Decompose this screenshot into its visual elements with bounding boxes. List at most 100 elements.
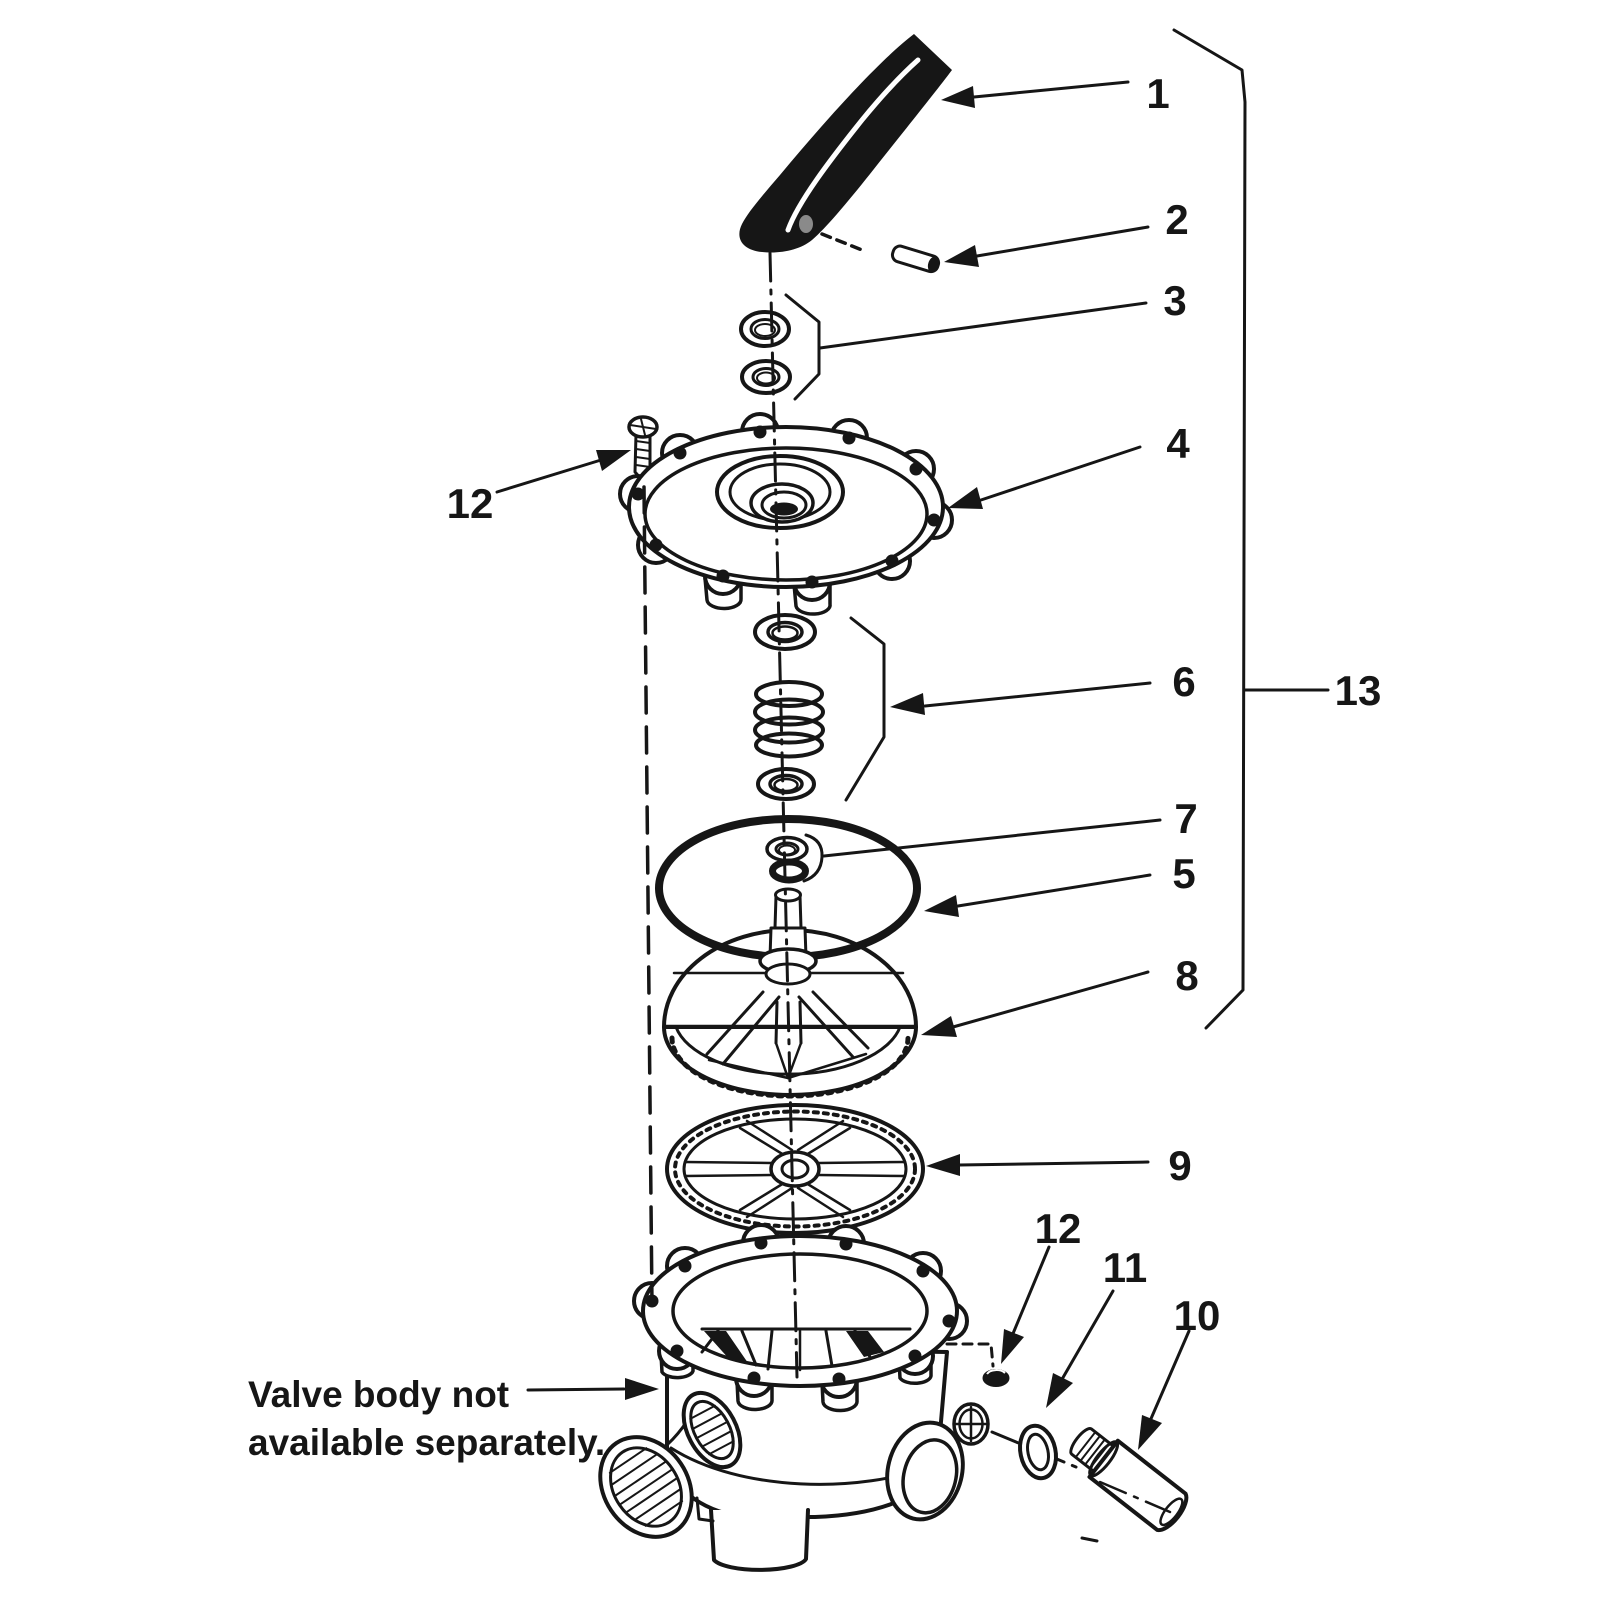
spring-washer-upper-hole-inner [771,625,799,641]
web-leg [721,995,781,1066]
port-thread [625,1477,678,1514]
callout-13-label: 13 [1335,667,1382,714]
seal-set-bracket [802,833,824,883]
fitting-body [1087,1438,1189,1533]
handle-pin-axis-dashed [820,232,864,252]
port-back-left [681,1390,743,1470]
callout-4-arrowhead [948,487,983,509]
cover-stem-hole [760,490,808,520]
handle-pivot-hole [799,215,813,233]
washer-upper-hole-inner [754,323,776,337]
spider-hub [769,1150,821,1188]
callout-2-line [975,225,1150,258]
callout-8-arrowhead [921,1016,957,1037]
valve-cover [618,412,954,616]
callout-1-line [972,80,1130,99]
spoke [683,1173,773,1178]
port-inner [901,1438,959,1515]
bottom-pipe [709,1508,810,1572]
callout-5-line [956,873,1152,908]
port-thread [619,1468,673,1506]
fitting-step [1088,1440,1120,1478]
drain-screw-body [982,1369,1010,1387]
valve-body-note-line2: available separately. [248,1422,605,1463]
flange-bolt-hole [747,1371,761,1385]
callout-11-arrowhead [1046,1373,1073,1408]
drain-screw-highlight [986,1369,1006,1375]
port-thread [610,1452,659,1487]
web-leg [797,995,855,1059]
callout-5-arrowhead [924,895,959,917]
flange-bolt-hole [908,1349,922,1363]
callout-9-arrowhead [926,1154,960,1176]
spoke [683,1160,773,1165]
flange-bolt-hole [839,1237,853,1251]
o-ring-inner [1026,1432,1050,1472]
diverter-rim-texture [669,1035,911,1099]
callout-4-label: 4 [1166,420,1190,467]
web-leg [707,1058,790,1080]
callout-10-arrowhead [1138,1415,1162,1450]
callout-6-arrowhead [890,693,925,715]
callout-6-label: 6 [1172,658,1195,705]
flange-bolt-hole [832,1372,846,1386]
callouts: 1 2 3 4 12 6 13 7 5 8 9 12 [248,28,1382,1463]
web-leg [786,1052,868,1080]
spring-assembly [753,613,825,801]
sight-glass-fitting [1069,1427,1189,1533]
assembly-centerline [768,251,799,1379]
drain-o-ring [1018,1423,1058,1481]
handle-highlight [785,57,921,233]
spoke [796,1119,845,1152]
bolt-hole [673,446,687,460]
spoke [804,1181,852,1212]
web-leg [798,1000,803,1045]
spoke [745,1119,794,1152]
spoke [796,1186,845,1219]
port-thread [692,1412,723,1430]
drain-screw-dashed-path [945,1342,995,1368]
callout-13-bracket [1172,28,1247,1030]
bolt-hole [753,425,767,439]
spider-texture [673,1109,917,1229]
callout-6-line [923,681,1152,708]
spring-washer-lower-hole [768,773,804,795]
web-leg [705,990,765,1056]
spoke [817,1173,907,1178]
handle [739,34,952,253]
spring-washer-lower [756,767,816,801]
callout-12-top-arrowhead [596,450,631,471]
callout-12-top-label: 12 [447,480,494,527]
port-thread [696,1421,728,1439]
valve-body-note-line1: Valve body not [248,1374,509,1415]
stem-o-ring [769,858,809,884]
spider-spokes [683,1119,907,1219]
callout-4-line [979,445,1142,502]
spider-hub-hole [780,1158,810,1180]
screw-thread [635,440,651,444]
flange-bolt-hole [670,1344,684,1358]
spoke [738,1126,786,1157]
washer-upper-hole [749,318,781,340]
fitting-axis-dashed [1098,1480,1172,1514]
spring-coil [753,697,825,727]
fitting-thread [1074,1431,1097,1459]
web-leg [774,1041,790,1080]
web-line [740,1329,758,1367]
spoke [817,1160,907,1165]
callout-2-arrowhead [944,245,979,267]
port-thread [608,1447,648,1474]
screw-thread [635,448,651,452]
callout-1-label: 1 [1146,70,1169,117]
callout-3-label: 3 [1163,277,1186,324]
washer-lower [740,359,792,395]
body-interior-webs [700,1327,912,1372]
stem-washer-hole-inner [778,844,796,856]
callout-2-label: 2 [1165,196,1188,243]
stem-seal-set [765,833,824,884]
web-line [766,1329,774,1371]
callout-11-line [1059,1289,1115,1383]
callout-3-line [818,301,1148,350]
callout-7-label: 7 [1174,795,1197,842]
